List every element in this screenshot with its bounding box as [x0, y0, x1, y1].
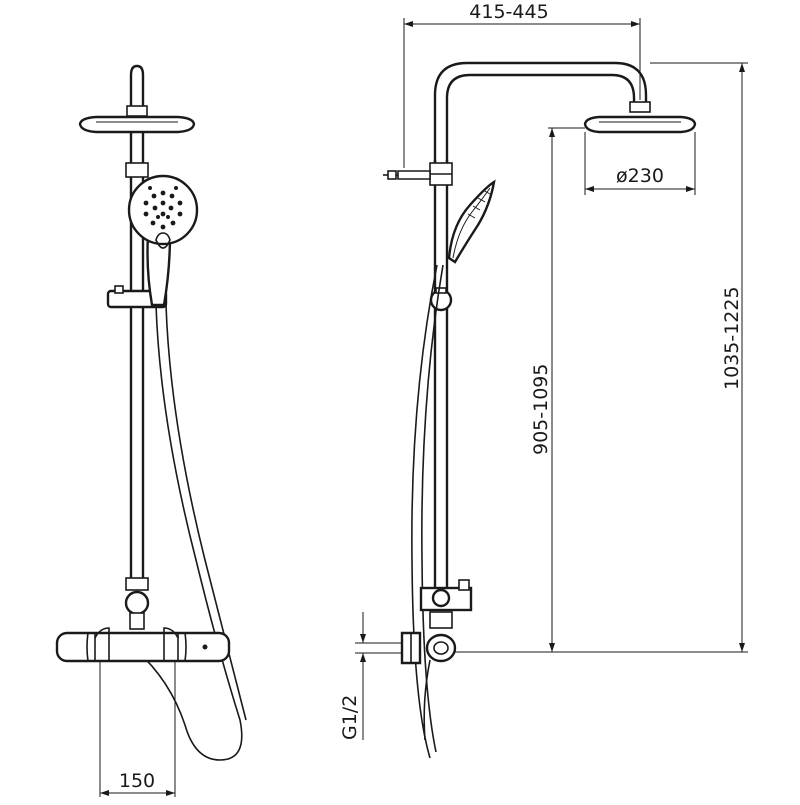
side-curved-arm-inner	[445, 73, 636, 163]
head-diameter-dimension: ø230	[616, 165, 664, 187]
outlet-to-top-dimension: 1035-1225	[721, 286, 743, 390]
front-hand-shower-head	[127, 174, 199, 246]
side-hand-shower	[447, 179, 496, 264]
front-upper-joint	[125, 162, 149, 178]
side-wall-bracket	[397, 170, 431, 180]
front-view: 150	[55, 64, 247, 797]
side-spray-nozzles	[467, 189, 491, 219]
inlet-spacing-dimension: 150	[119, 770, 155, 792]
side-hose-outer	[411, 264, 438, 759]
spray-nozzles	[143, 186, 183, 230]
front-diverter-knob	[124, 590, 150, 616]
front-rain-head	[78, 115, 196, 134]
front-top-arm	[129, 64, 145, 108]
connection-thread-label: G1/2	[339, 695, 361, 740]
front-head-connector	[126, 105, 148, 117]
side-rain-head	[583, 115, 697, 134]
side-hose-inner	[421, 264, 444, 753]
front-hand-shower-handle	[146, 233, 172, 307]
arm-reach-dimension: 415-445	[469, 1, 548, 23]
side-diverter-knob	[431, 588, 451, 608]
side-curved-arm-outer	[433, 61, 648, 163]
front-mixer-indicator	[202, 644, 208, 650]
side-view: G1/2 415-445 ø230 905-1095 1035-1225	[339, 1, 748, 759]
side-mixer-body	[425, 633, 457, 663]
front-hose-inner	[165, 304, 247, 721]
front-hose-outer	[135, 304, 243, 761]
outlet-to-head-dimension: 905-1095	[530, 364, 552, 455]
